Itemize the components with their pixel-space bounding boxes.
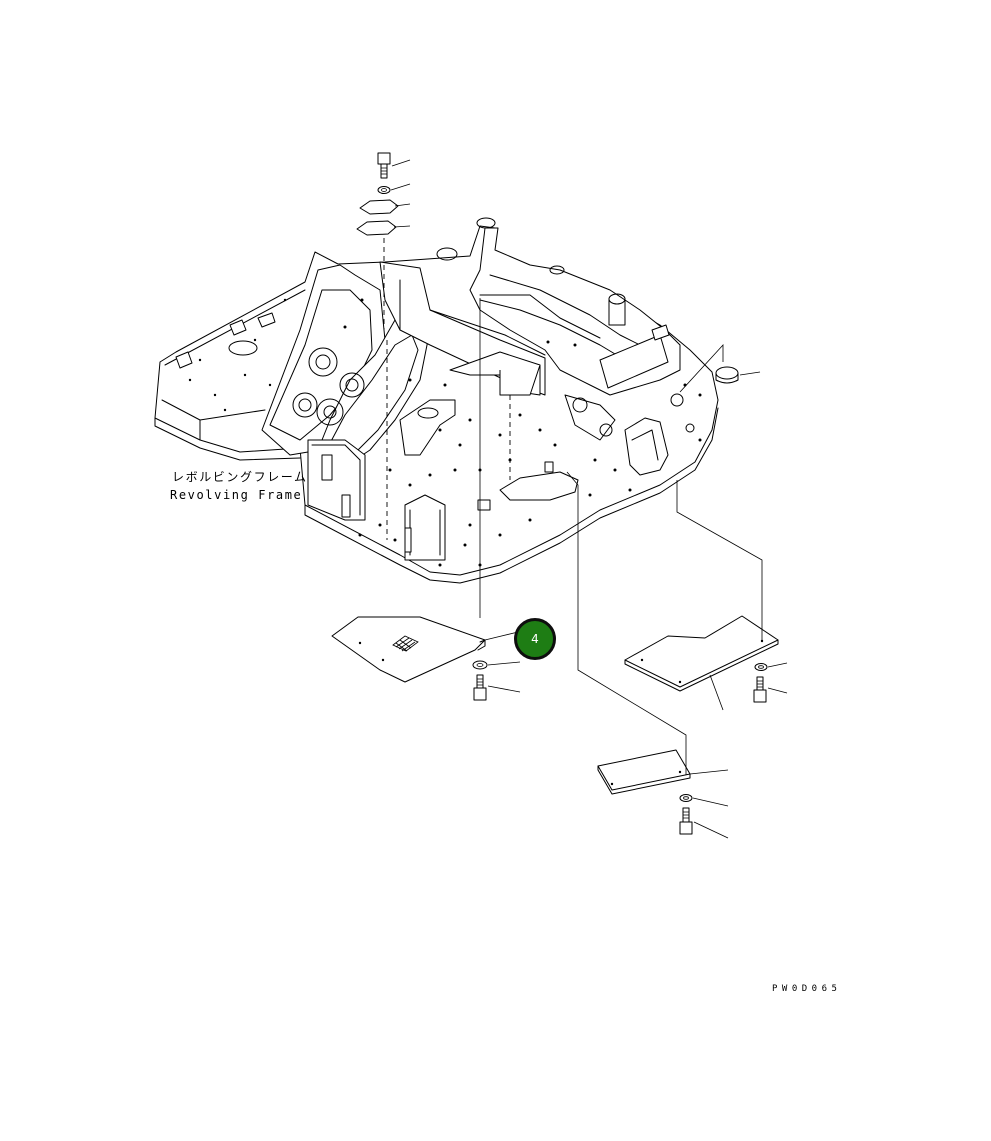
plug-part	[679, 343, 761, 393]
drawing-code: PW0D065	[772, 984, 842, 994]
frame-label-japanese: レボルビングフレーム	[172, 470, 308, 484]
part-callout-badge[interactable]: 4	[514, 618, 556, 660]
top-cover-assembly	[356, 152, 411, 540]
under-cover-center	[566, 471, 729, 839]
under-cover-right	[624, 480, 788, 711]
cover-grille	[392, 635, 419, 652]
under-cover-left	[331, 298, 521, 701]
frame-label-english: Revolving Frame	[170, 488, 303, 502]
deck-holes	[188, 298, 702, 567]
revolving-frame-drawing	[154, 217, 719, 584]
